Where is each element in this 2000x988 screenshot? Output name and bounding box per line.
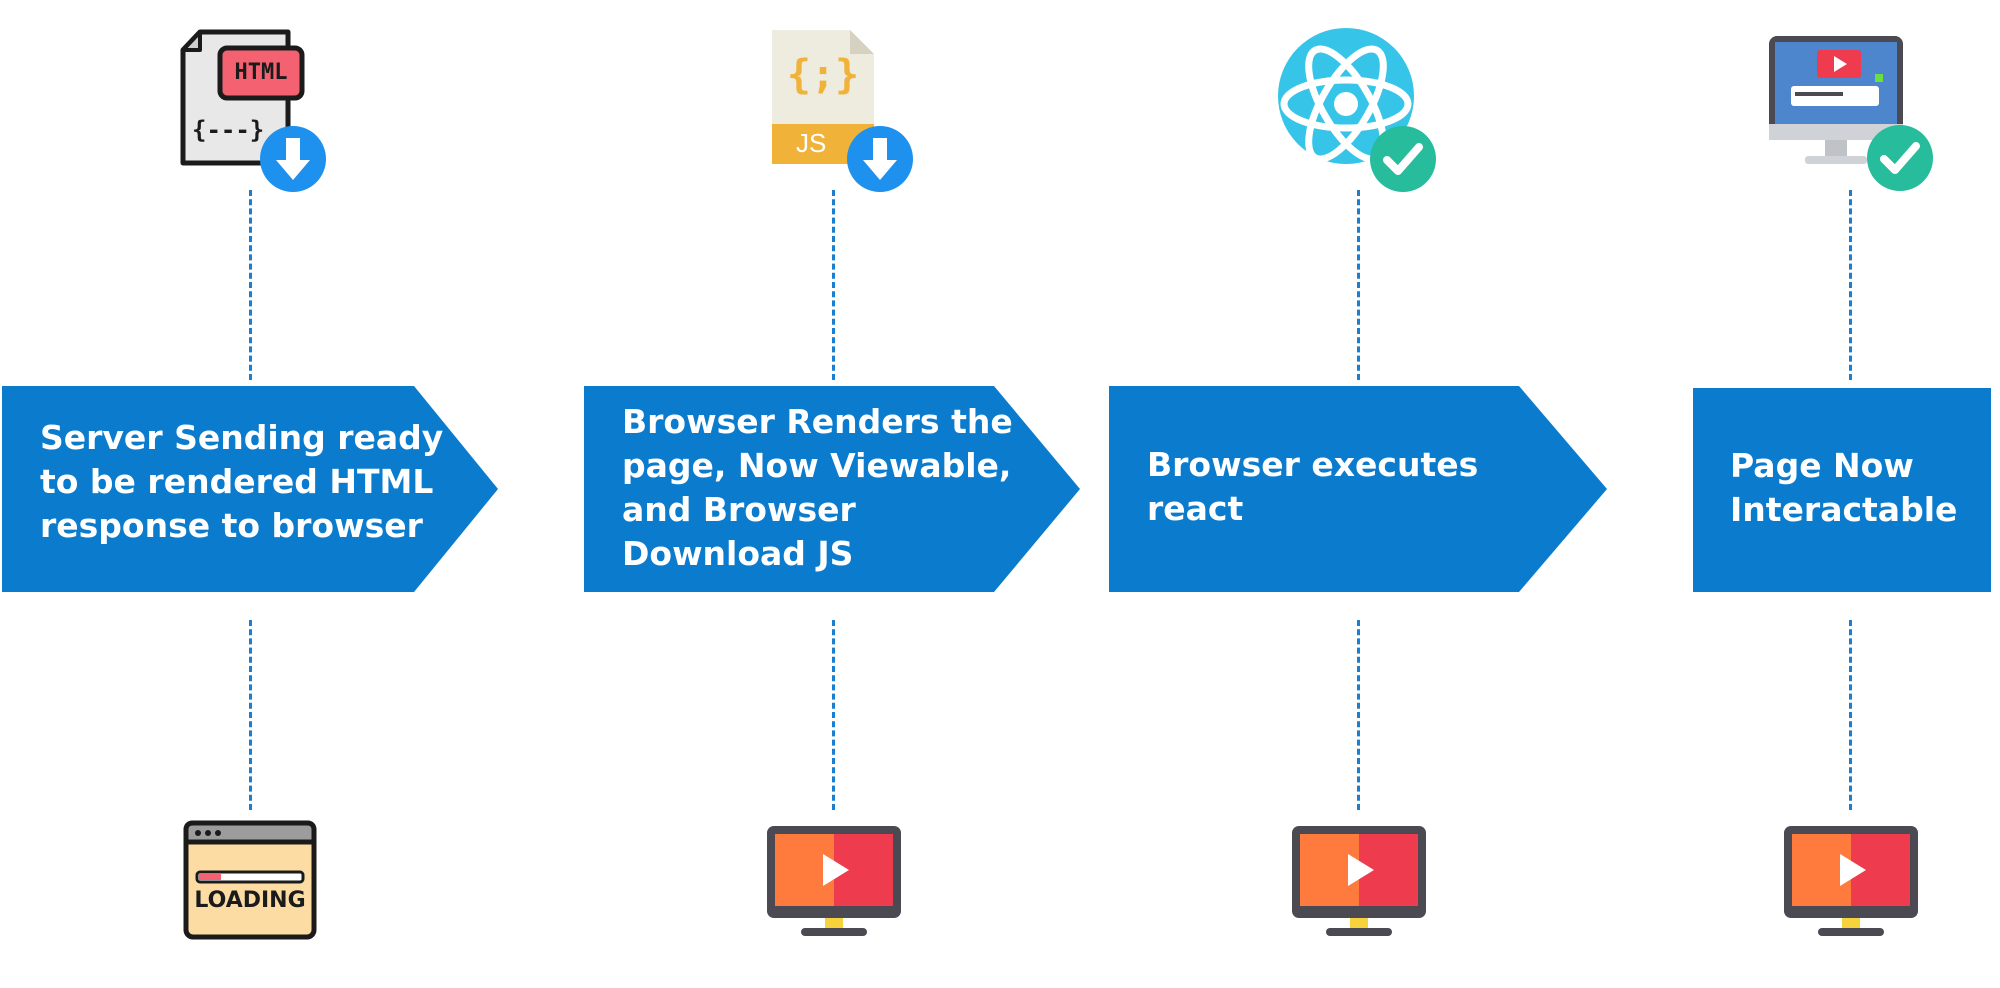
connector-line-3-top xyxy=(1357,190,1360,380)
connector-line-1-top xyxy=(249,190,252,380)
connector-line-1-bottom xyxy=(249,620,252,810)
arrow-shape-1 xyxy=(2,386,498,592)
step-arrow-1: Server Sending ready to be rendered HTML… xyxy=(2,386,498,592)
step-2-text: Browser Renders the page, Now Viewable, … xyxy=(622,400,1013,576)
check-badge-icon xyxy=(1370,126,1436,192)
monitor-play-icon xyxy=(765,824,903,940)
step-4-line-1: Page Now xyxy=(1730,446,1914,485)
download-badge-icon xyxy=(260,126,326,192)
step-3-text: Browser executes react xyxy=(1147,443,1478,531)
connector-line-4-top xyxy=(1849,190,1852,380)
monitor-play-icon xyxy=(1290,824,1428,940)
step-2-line-1: Browser Renders the xyxy=(622,402,1013,441)
step-2-line-3: and Browser xyxy=(622,490,856,529)
step-3-line-1: Browser executes xyxy=(1147,445,1479,484)
step-1-line-1: Server Sending ready xyxy=(40,418,444,457)
html-file-download-icon: HTML {---} xyxy=(178,28,328,193)
arrow-shape-2 xyxy=(584,386,1080,592)
monitor-play-icon xyxy=(1782,824,1920,940)
js-file-code: {;} xyxy=(786,52,860,98)
step-2-line-4: Download JS xyxy=(622,534,854,573)
step-2-line-2: page, Now Viewable, xyxy=(622,446,1012,485)
connector-line-4-bottom xyxy=(1849,620,1852,810)
step-3-line-2: react xyxy=(1147,489,1244,528)
check-badge-icon xyxy=(1867,125,1933,191)
step-1-text: Server Sending ready to be rendered HTML… xyxy=(40,416,443,548)
loading-window-icon: LOADING xyxy=(183,820,317,940)
connector-line-3-bottom xyxy=(1357,620,1360,810)
desktop-check-icon xyxy=(1767,34,1937,194)
react-check-icon xyxy=(1278,28,1438,193)
step-1-line-3: response to browser xyxy=(40,506,423,545)
step-arrow-3: Browser executes react xyxy=(1109,386,1607,592)
html-file-label: HTML xyxy=(234,60,288,85)
step-4-text: Page Now Interactable xyxy=(1730,444,1957,532)
html-file-code: {---} xyxy=(192,116,265,144)
step-4-line-2: Interactable xyxy=(1730,490,1958,529)
step-1-line-2: to be rendered HTML xyxy=(40,462,434,501)
step-arrow-2: Browser Renders the page, Now Viewable, … xyxy=(584,386,1080,592)
js-file-download-icon: {;} JS xyxy=(770,28,920,193)
arrow-shape-3 xyxy=(1109,386,1607,592)
js-file-label: JS xyxy=(796,128,827,158)
connector-line-2-top xyxy=(832,190,835,380)
loading-label: LOADING xyxy=(194,888,306,913)
connector-line-2-bottom xyxy=(832,620,835,810)
download-badge-icon xyxy=(847,126,913,192)
step-box-4: Page Now Interactable xyxy=(1693,388,1991,592)
